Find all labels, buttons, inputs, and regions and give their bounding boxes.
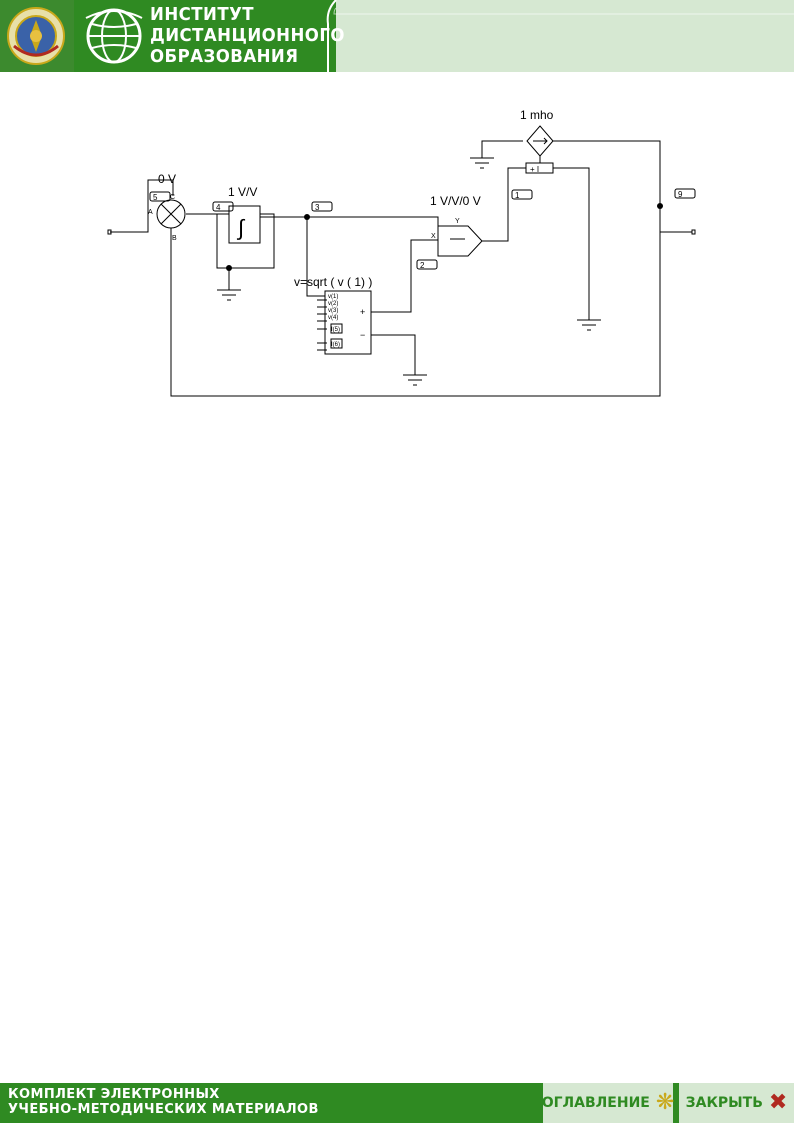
wire xyxy=(371,239,438,313)
wire xyxy=(482,167,526,242)
node-label: 5 xyxy=(153,193,158,202)
divider-icon xyxy=(437,225,483,257)
ground-icon xyxy=(470,157,494,169)
flower-icon: ❋ xyxy=(655,1090,675,1115)
node-label: 1 xyxy=(515,191,520,200)
ground-icon xyxy=(403,374,427,386)
globe-icon xyxy=(85,8,143,64)
close-button[interactable]: ЗАКРЫТЬ ✖ xyxy=(679,1083,794,1123)
toc-label: ОГЛАВЛЕНИЕ xyxy=(541,1095,650,1111)
summer-cross xyxy=(160,203,182,225)
wire xyxy=(371,334,416,375)
junction-dot xyxy=(226,265,232,271)
pin-label: v(1) xyxy=(328,294,338,300)
pin-label: I(6) xyxy=(331,342,340,348)
pin-label: v(3) xyxy=(328,308,338,314)
junction-dot xyxy=(657,203,663,209)
pin-label: v(2) xyxy=(328,301,338,307)
wire xyxy=(260,216,439,232)
title-line: ИНСТИТУТ xyxy=(150,4,255,25)
institute-title: ИНСТИТУТ ДИСТАНЦИОННОГО ОБРАЗОВАНИЯ xyxy=(150,4,345,67)
integrator-gain-label: 1 V/V xyxy=(228,185,257,199)
integral-symbol: ∫ xyxy=(236,215,246,240)
pin-label: + xyxy=(360,307,365,317)
ground-icon xyxy=(217,289,241,301)
current-sense-icon xyxy=(525,162,554,174)
node-label: 9 xyxy=(678,190,683,199)
wire xyxy=(110,179,174,233)
header-banner: ИНСТИТУТ ДИСТАНЦИОННОГО ОБРАЗОВАНИЯ xyxy=(0,0,794,72)
function-expression-label: v=sqrt ( v ( 1) ) xyxy=(294,275,372,289)
sense-label: + I xyxy=(530,165,539,174)
integrator-icon xyxy=(228,205,261,244)
university-seal-icon xyxy=(7,7,65,65)
footer-bar: КОМПЛЕКТ ЭЛЕКТРОННЫХ УЧЕБНО-МЕТОДИЧЕСКИХ… xyxy=(0,1083,794,1123)
feedback-wire xyxy=(170,140,661,397)
footer-line: УЧЕБНО-МЕТОДИЧЕСКИХ МАТЕРИАЛОВ xyxy=(8,1102,319,1117)
arrow-icon xyxy=(533,137,548,145)
wire xyxy=(481,140,523,158)
wire xyxy=(306,217,325,297)
logo-area xyxy=(0,0,74,72)
footer-line: КОМПЛЕКТ ЭЛЕКТРОННЫХ xyxy=(8,1087,220,1102)
junction-dot xyxy=(304,214,310,220)
ground-icon xyxy=(577,319,601,331)
node-label: 4 xyxy=(216,203,221,212)
title-line: ДИСТАНЦИОННОГО xyxy=(150,25,345,46)
pin-label: C xyxy=(170,194,175,201)
conductance-label: 1 mho xyxy=(520,108,554,122)
header-curve xyxy=(300,0,794,72)
pin-label: − xyxy=(360,330,365,340)
pin-label: A xyxy=(148,209,153,216)
pin-label: Y xyxy=(455,218,460,225)
toc-button[interactable]: ОГЛАВЛЕНИЕ ❋ xyxy=(541,1083,675,1123)
pin-label: I(5) xyxy=(331,327,340,333)
wire xyxy=(553,167,590,320)
pin-label: v(4) xyxy=(328,315,338,321)
pin-label: B xyxy=(172,235,177,242)
node-label: 3 xyxy=(315,203,320,212)
close-label: ЗАКРЫТЬ xyxy=(685,1095,763,1111)
pin-label: X xyxy=(431,233,436,240)
close-icon: ✖ xyxy=(768,1090,788,1115)
footer-title: КОМПЛЕКТ ЭЛЕКТРОННЫХ УЧЕБНО-МЕТОДИЧЕСКИХ… xyxy=(8,1087,319,1117)
node-label: 2 xyxy=(420,261,425,270)
title-line: ОБРАЗОВАНИЯ xyxy=(150,46,299,67)
divider-gain-label: 1 V/V/0 V xyxy=(430,194,481,208)
summer-icon xyxy=(156,199,186,229)
wire xyxy=(216,213,275,269)
summer-value-label: 0 V xyxy=(158,172,176,186)
function-block-icon xyxy=(324,290,372,355)
